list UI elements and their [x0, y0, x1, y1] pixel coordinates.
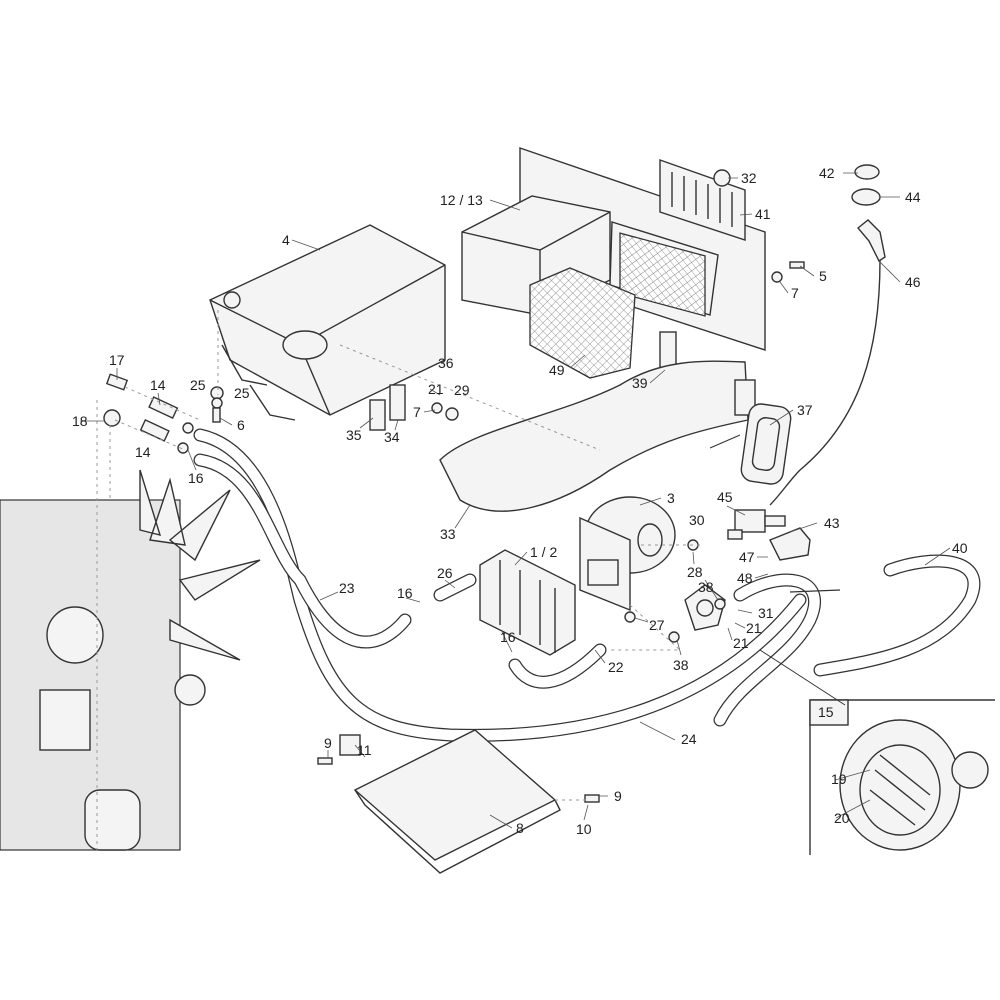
callout-43[interactable]: 43 [824, 515, 840, 531]
callout-23[interactable]: 23 [339, 580, 355, 596]
callout-3[interactable]: 3 [667, 490, 675, 506]
servo-motor [684, 584, 726, 631]
callout-39[interactable]: 39 [632, 375, 648, 391]
callout-9[interactable]: 9 [614, 788, 622, 804]
callout-40[interactable]: 40 [952, 540, 968, 556]
callout-22[interactable]: 22 [608, 659, 624, 675]
air-duct [439, 360, 792, 512]
engine [0, 469, 261, 851]
callout-21[interactable]: 21 [733, 635, 749, 651]
callout-34[interactable]: 34 [384, 429, 400, 445]
callout-45[interactable]: 45 [717, 489, 733, 505]
detail-inset [809, 699, 995, 855]
callout-42[interactable]: 42 [819, 165, 835, 181]
callout-18[interactable]: 18 [72, 413, 88, 429]
callout-38[interactable]: 38 [673, 657, 689, 673]
callout-15[interactable]: 15 [818, 704, 834, 720]
filter [529, 267, 636, 379]
callout-48[interactable]: 48 [737, 570, 753, 586]
callout-47[interactable]: 47 [739, 549, 755, 565]
callout-24[interactable]: 24 [681, 731, 697, 747]
bezel-44 [851, 188, 881, 206]
callout-16[interactable]: 16 [397, 585, 413, 601]
callout-31[interactable]: 31 [758, 605, 774, 621]
leader-lines [80, 172, 951, 829]
knob-42 [854, 164, 880, 180]
callout-49[interactable]: 49 [549, 362, 565, 378]
callout-20[interactable]: 20 [834, 810, 850, 826]
callout-21[interactable]: 21 [428, 381, 444, 397]
callout-38[interactable]: 38 [698, 579, 714, 595]
hoses [193, 428, 981, 742]
callout-1-2[interactable]: 1 / 2 [530, 544, 557, 560]
callout-41[interactable]: 41 [755, 206, 771, 222]
heater-box [461, 195, 719, 317]
callout-6[interactable]: 6 [237, 417, 245, 433]
callout-11[interactable]: 11 [357, 742, 372, 758]
callout-19[interactable]: 19 [831, 771, 847, 787]
callout-28[interactable]: 28 [687, 564, 703, 580]
heat-exchanger [479, 549, 576, 656]
callout-labels: 12 / 13 4 32 42 44 41 5 7 46 49 39 37 17… [72, 165, 968, 837]
callout-25[interactable]: 25 [234, 385, 250, 401]
callout-16[interactable]: 16 [188, 470, 204, 486]
callout-35[interactable]: 35 [346, 427, 362, 443]
callout-44[interactable]: 44 [905, 189, 921, 205]
callout-32[interactable]: 32 [741, 170, 757, 186]
control-cable [769, 259, 881, 506]
callout-25[interactable]: 25 [190, 377, 206, 393]
callout-36[interactable]: 36 [438, 355, 454, 371]
guide-lines [96, 310, 700, 850]
callout-37[interactable]: 37 [797, 402, 813, 418]
callout-21[interactable]: 21 [746, 620, 762, 636]
callout-30[interactable]: 30 [689, 512, 705, 528]
tray [353, 729, 561, 874]
callout-7[interactable]: 7 [413, 404, 421, 420]
callout-4[interactable]: 4 [282, 232, 290, 248]
callout-26[interactable]: 26 [437, 565, 453, 581]
callout-8[interactable]: 8 [516, 820, 524, 836]
callout-14[interactable]: 14 [135, 444, 151, 460]
callout-5[interactable]: 5 [819, 268, 827, 284]
callout-12-13[interactable]: 12 / 13 [440, 192, 483, 208]
hardware [103, 169, 805, 803]
callout-46[interactable]: 46 [905, 274, 921, 290]
callout-27[interactable]: 27 [649, 617, 665, 633]
callout-33[interactable]: 33 [440, 526, 456, 542]
blower [579, 496, 676, 612]
callout-10[interactable]: 10 [576, 821, 592, 837]
callout-29[interactable]: 29 [454, 382, 470, 398]
callout-17[interactable]: 17 [109, 352, 125, 368]
lever-46 [857, 219, 886, 263]
housing [209, 224, 446, 421]
callout-9[interactable]: 9 [324, 735, 332, 751]
callout-14[interactable]: 14 [150, 377, 166, 393]
callout-16[interactable]: 16 [500, 629, 516, 645]
callout-7[interactable]: 7 [791, 285, 799, 301]
